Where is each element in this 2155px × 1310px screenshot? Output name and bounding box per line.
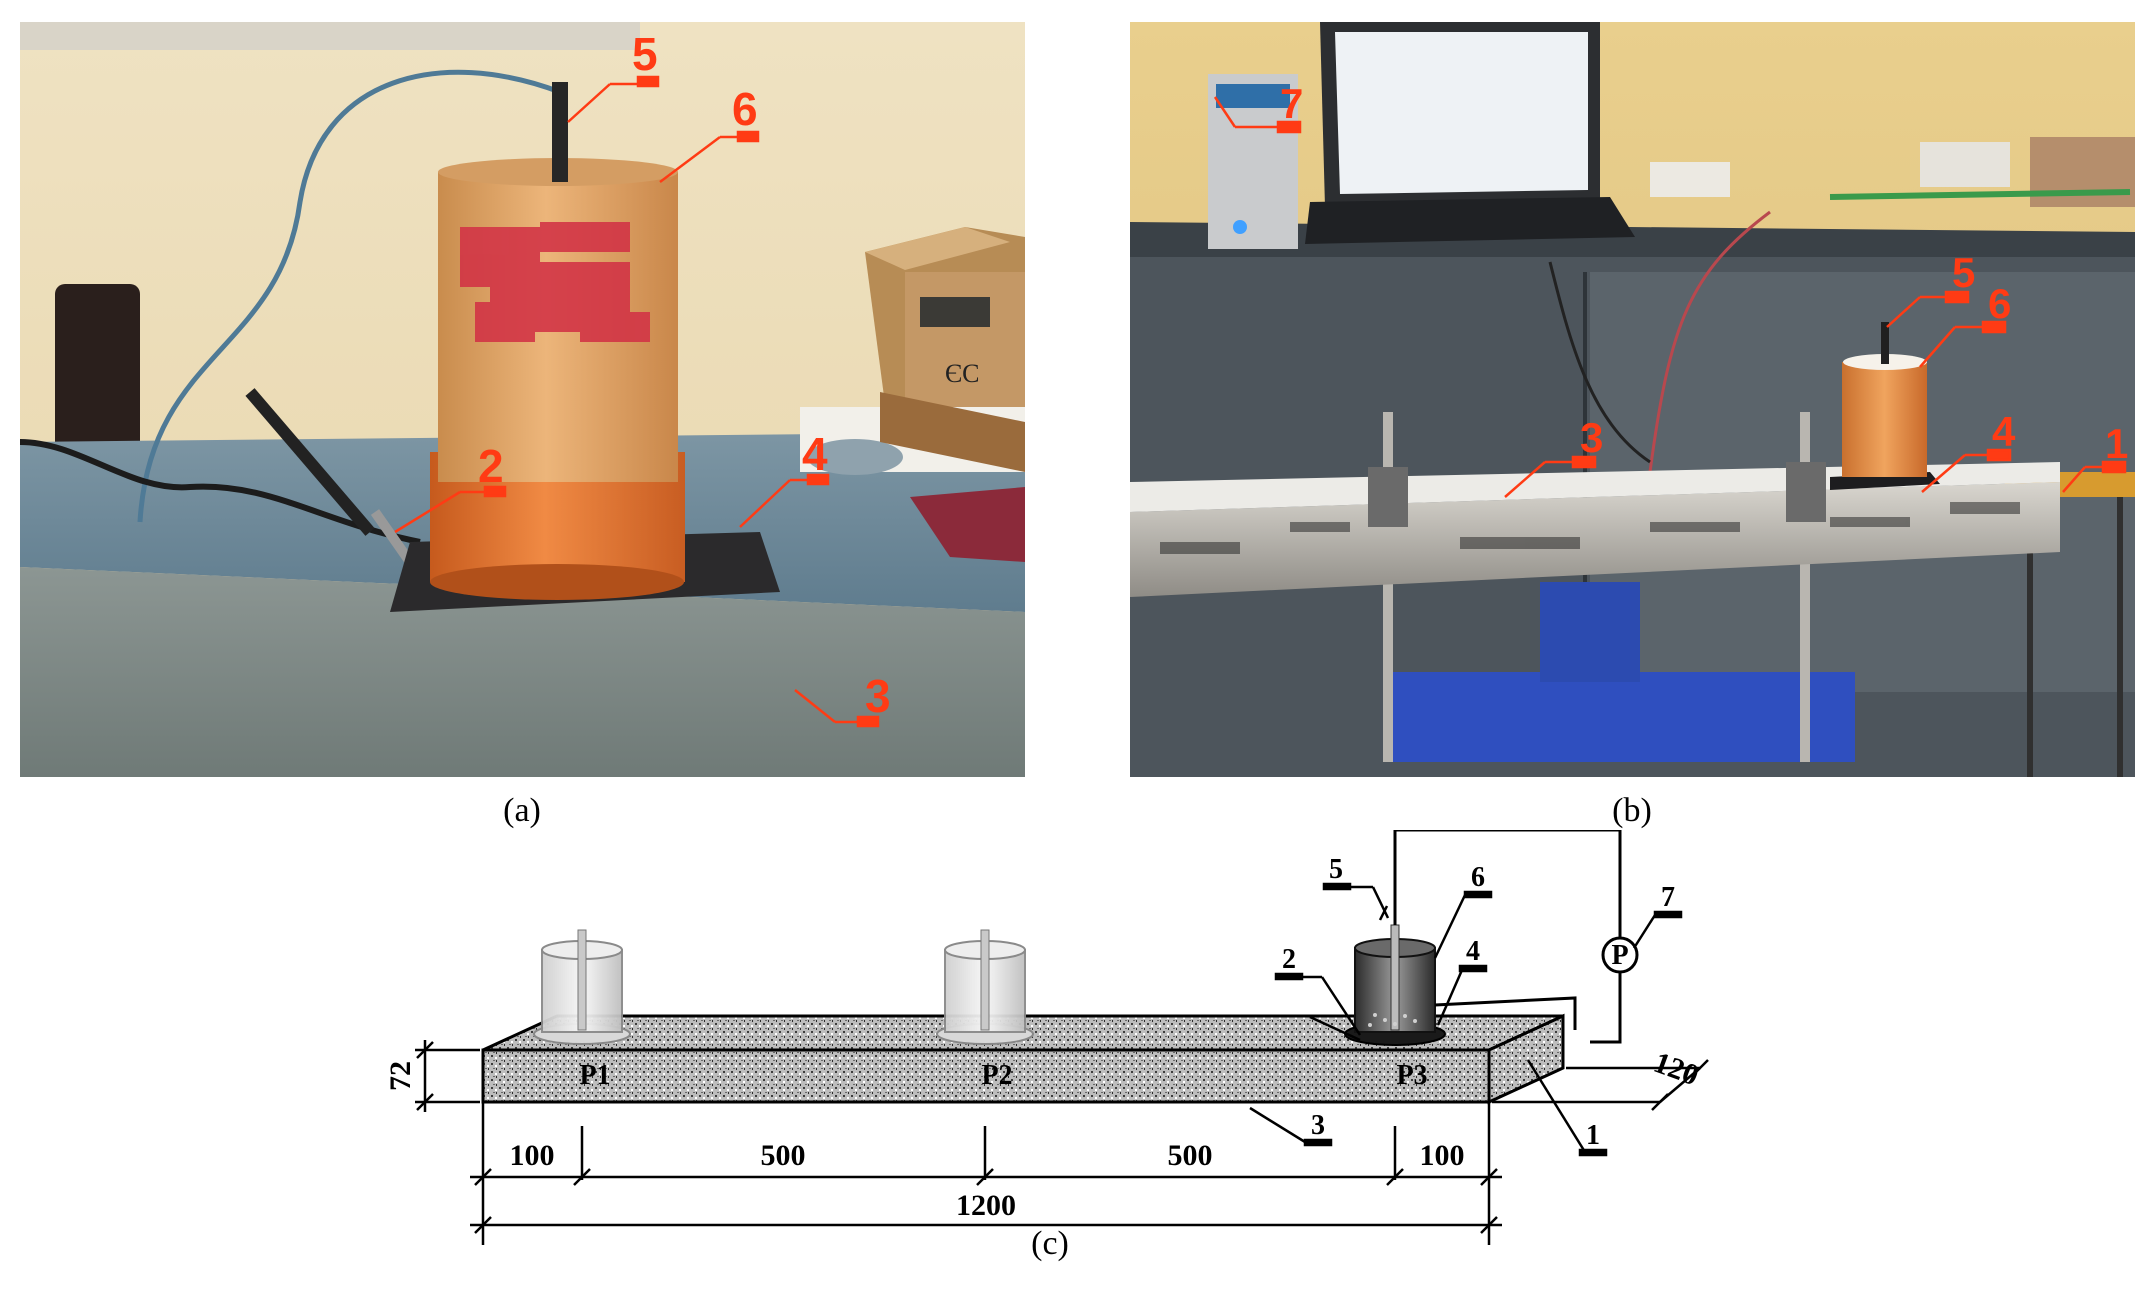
caption-a: (a) xyxy=(503,792,541,829)
black-cable xyxy=(20,439,421,545)
device-white xyxy=(1650,162,1730,197)
label-1: 1 xyxy=(1586,1120,1600,1151)
callout-3: 3 xyxy=(1580,414,1603,461)
callout-7: 7 xyxy=(1280,80,1303,127)
beaker-tray xyxy=(2030,137,2135,207)
label-sticker xyxy=(460,222,650,342)
callout-1: 1 xyxy=(2105,420,2128,467)
schematic-diagram: P P1 P2 P3 xyxy=(384,830,1709,1245)
label-4: 4 xyxy=(1466,936,1480,967)
left-rod xyxy=(1383,412,1393,762)
wood-board xyxy=(880,392,1025,472)
label-leaders-a xyxy=(394,75,880,728)
label-5: 5 xyxy=(1329,854,1343,885)
schematic-leaders xyxy=(1249,882,1683,1157)
callout-6: 6 xyxy=(1988,280,2011,327)
photo-panel-a: ЄС xyxy=(20,22,1025,777)
box-print: ЄС xyxy=(945,359,980,388)
electrode-probe xyxy=(552,82,568,182)
dim-120: 120 xyxy=(1649,1046,1703,1092)
laptop xyxy=(1305,22,1635,244)
concrete-beam xyxy=(1130,482,2060,597)
label-3: 3 xyxy=(1311,1110,1325,1141)
probe-cable xyxy=(137,69,561,523)
loading-frame-base xyxy=(1385,672,1855,762)
callout-3: 3 xyxy=(865,670,891,722)
caption-c: (c) xyxy=(1031,1225,1069,1262)
dark-jar xyxy=(55,284,140,484)
svg-text:P: P xyxy=(1611,940,1628,971)
dim-100-right: 100 xyxy=(1420,1139,1465,1172)
callout-6: 6 xyxy=(732,83,758,135)
device-right xyxy=(1920,142,2010,187)
beam-texture xyxy=(1160,502,2020,554)
point-label-p2: P2 xyxy=(981,1060,1012,1091)
label-leaders-b xyxy=(1213,96,2127,498)
caption-b: (b) xyxy=(1612,792,1652,829)
solution-cylinder xyxy=(1842,362,1927,477)
cup-p2 xyxy=(936,929,1034,1045)
label-6: 6 xyxy=(1471,862,1485,893)
resistivity-meter xyxy=(1208,74,1298,249)
cup-p3 xyxy=(1344,924,1446,1046)
clip-lead xyxy=(245,388,375,536)
slab-front xyxy=(20,567,1025,777)
callout-4: 4 xyxy=(802,428,828,480)
left-clamp xyxy=(1368,467,1408,527)
callout-5: 5 xyxy=(1952,249,1975,296)
point-label-p3: P3 xyxy=(1396,1060,1427,1091)
dim-100-left: 100 xyxy=(510,1139,555,1172)
cup-p1 xyxy=(533,929,631,1045)
grey-cup xyxy=(807,439,903,475)
dimension-lines xyxy=(415,1040,1709,1245)
cloth xyxy=(910,487,1025,562)
right-rod xyxy=(1800,412,1810,762)
meter-wiring xyxy=(1393,830,1622,1044)
dim-72: 72 xyxy=(384,1061,417,1091)
right-clamp xyxy=(1786,462,1826,522)
electrode-probe xyxy=(1881,322,1889,364)
photo-panel-b: 7 3 5 6 4 1 xyxy=(1130,22,2135,777)
label-7: 7 xyxy=(1661,882,1675,913)
shelf-edge xyxy=(20,22,640,50)
point-label-p1: P1 xyxy=(579,1060,610,1091)
dim-500-right: 500 xyxy=(1168,1139,1213,1172)
dim-500-left: 500 xyxy=(761,1139,806,1172)
photo-b-illustration: 7 3 5 6 4 1 xyxy=(1130,22,2135,777)
cardboard-box: ЄС xyxy=(865,227,1025,442)
dim-1200: 1200 xyxy=(956,1189,1016,1222)
callout-5: 5 xyxy=(632,28,658,80)
callout-4: 4 xyxy=(1992,408,2016,455)
callout-2: 2 xyxy=(478,440,504,492)
red-cable xyxy=(1648,210,1771,473)
schematic-panel-c: P P1 P2 P3 xyxy=(370,830,1770,1250)
photo-a-illustration: ЄС xyxy=(20,22,1025,777)
metal-clip xyxy=(370,509,415,565)
label-2: 2 xyxy=(1282,944,1296,975)
meter-symbol: P xyxy=(1601,936,1639,974)
